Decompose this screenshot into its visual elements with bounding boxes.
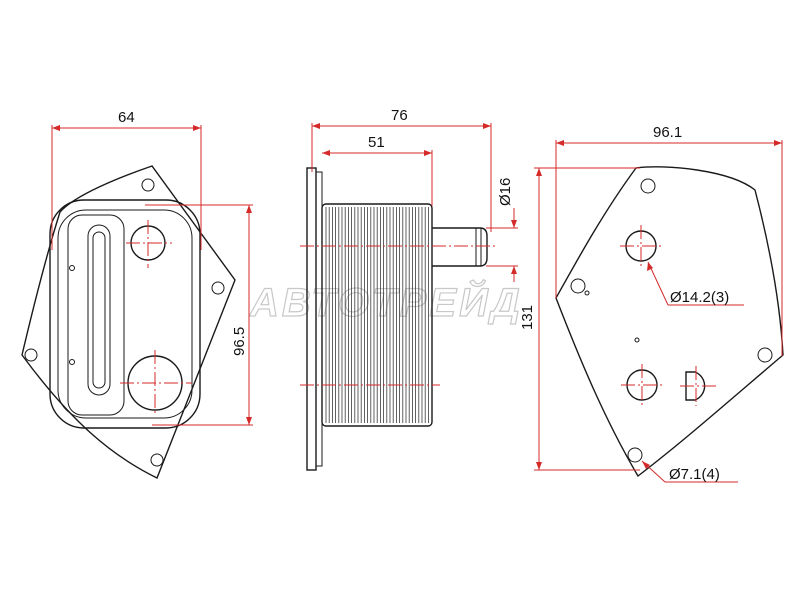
back-width-label: 96.1 <box>653 124 682 141</box>
back-mount-hole <box>640 178 656 194</box>
front-body-inner <box>57 209 193 419</box>
front-body-outer <box>49 199 201 429</box>
front-channel-plate <box>67 214 125 416</box>
arrowhead <box>246 417 252 425</box>
side-outlet-pipe <box>432 227 488 267</box>
front-slot-inner <box>92 231 106 389</box>
front-flange-outline <box>21 165 236 479</box>
arrowhead <box>52 125 60 131</box>
side-cooler-body <box>321 203 433 427</box>
back-height-label: 131 <box>519 305 536 330</box>
back-mount-hole <box>627 447 643 463</box>
side-body-length-label: 51 <box>368 134 385 151</box>
front-slot-outer <box>87 224 111 396</box>
arrowhead <box>511 266 517 274</box>
side-view <box>300 167 498 471</box>
side-dimensions: 76 51 Ø16 <box>311 107 518 282</box>
arrowhead <box>511 220 517 228</box>
arrowhead <box>322 150 330 156</box>
back-large-hole-label: Ø14.2(3) <box>670 289 729 306</box>
arrowhead <box>483 123 491 129</box>
front-width-label: 64 <box>118 109 135 126</box>
back-mount-hole <box>570 278 586 294</box>
back-mount-hole <box>757 347 773 363</box>
back-small-hole-label: Ø7.1(4) <box>669 466 720 483</box>
front-mount-hole <box>150 453 164 467</box>
back-pin <box>584 290 590 296</box>
side-overall-length-label: 76 <box>391 107 408 124</box>
arrowhead <box>642 461 650 469</box>
back-plate-outline <box>555 166 784 478</box>
front-pin <box>69 265 75 271</box>
front-mount-hole <box>141 178 155 192</box>
front-mount-hole <box>211 281 225 295</box>
watermark-logo: АВТОТРЕЙД <box>249 278 523 325</box>
back-port-d-hole <box>685 371 706 401</box>
front-view <box>21 165 236 479</box>
side-cooler-fins <box>325 207 429 423</box>
back-view <box>555 166 784 478</box>
arrowhead <box>246 205 252 213</box>
arrowhead <box>647 262 653 271</box>
arrowhead <box>193 125 201 131</box>
arrowhead <box>536 462 542 470</box>
back-pin <box>634 337 640 343</box>
arrowhead <box>424 150 432 156</box>
front-mount-hole <box>24 348 38 362</box>
arrowhead <box>536 168 542 176</box>
front-height-label: 96.5 <box>231 327 248 356</box>
arrowhead <box>312 123 320 129</box>
leader-line <box>647 261 669 306</box>
back-dimensions: 96.1 131 Ø14.2(3) Ø7.1(4) <box>519 124 783 483</box>
arrowhead <box>774 140 782 146</box>
front-dimensions: 64 96.5 <box>51 109 253 426</box>
arrowhead <box>556 140 564 146</box>
side-pipe-diameter-label: Ø16 <box>497 178 514 206</box>
front-pin <box>69 359 75 365</box>
